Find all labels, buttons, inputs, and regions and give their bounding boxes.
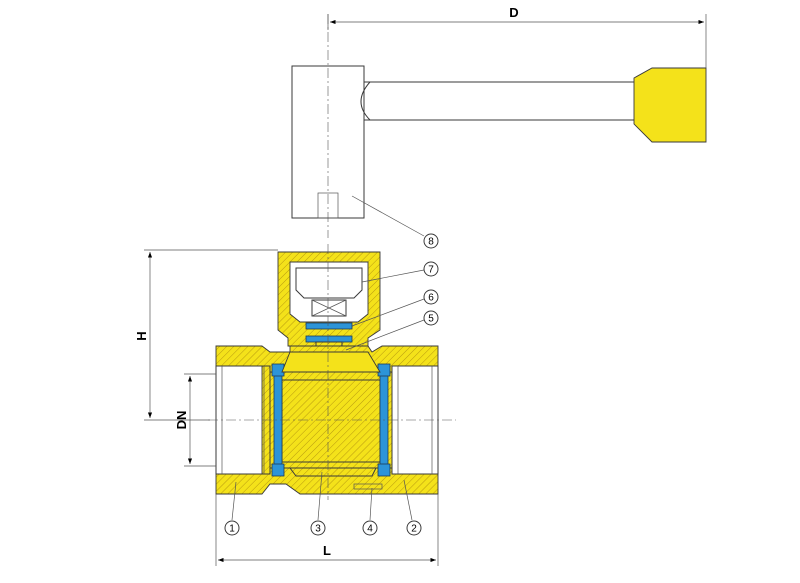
dimension-dn: DN — [174, 373, 216, 467]
stem-square — [311, 299, 347, 317]
callout-8: 8 — [351, 195, 439, 249]
ball-top — [281, 351, 381, 373]
valve-body — [208, 244, 456, 500]
callout-5-label: 5 — [428, 314, 434, 325]
callout-1-label: 1 — [229, 524, 235, 535]
callout-6-label: 6 — [428, 293, 434, 304]
callout-2-label: 2 — [411, 524, 417, 535]
retaining-ring — [353, 483, 383, 490]
dimension-l: L — [215, 494, 439, 566]
handle-lever — [364, 81, 637, 121]
handle-grip — [633, 67, 707, 143]
seat-right-top — [377, 363, 391, 377]
seat-left-bottom — [271, 463, 285, 477]
stem-seal-upper — [305, 322, 353, 330]
callout-7: 7 — [361, 261, 439, 283]
seat-right-bottom — [377, 463, 391, 477]
callout-4-label: 4 — [367, 524, 373, 535]
ball-bottom — [289, 467, 377, 477]
dimension-l-label: L — [323, 543, 331, 558]
callout-4: 4 — [362, 487, 378, 536]
stem-seal-lower — [305, 335, 353, 343]
bonnet-nut — [295, 267, 363, 299]
callout-7-label: 7 — [428, 265, 434, 276]
callout-6: 6 — [351, 289, 439, 327]
dimension-d: D — [327, 5, 707, 68]
dimension-h: H — [134, 249, 278, 421]
dimension-h-label: H — [134, 331, 149, 340]
callout-1: 1 — [224, 481, 240, 536]
callout-8-label: 8 — [428, 237, 434, 248]
callout-5: 5 — [345, 310, 439, 351]
dimension-dn-label: DN — [174, 411, 189, 430]
handle — [291, 14, 707, 238]
callout-2: 2 — [403, 479, 422, 536]
handle-lever-fillet — [360, 81, 371, 121]
bonnet-cavity — [289, 261, 369, 323]
callout-3-label: 3 — [315, 524, 321, 535]
seat-left-top — [271, 363, 285, 377]
callout-3: 3 — [310, 471, 326, 536]
dimension-d-label: D — [509, 5, 518, 20]
